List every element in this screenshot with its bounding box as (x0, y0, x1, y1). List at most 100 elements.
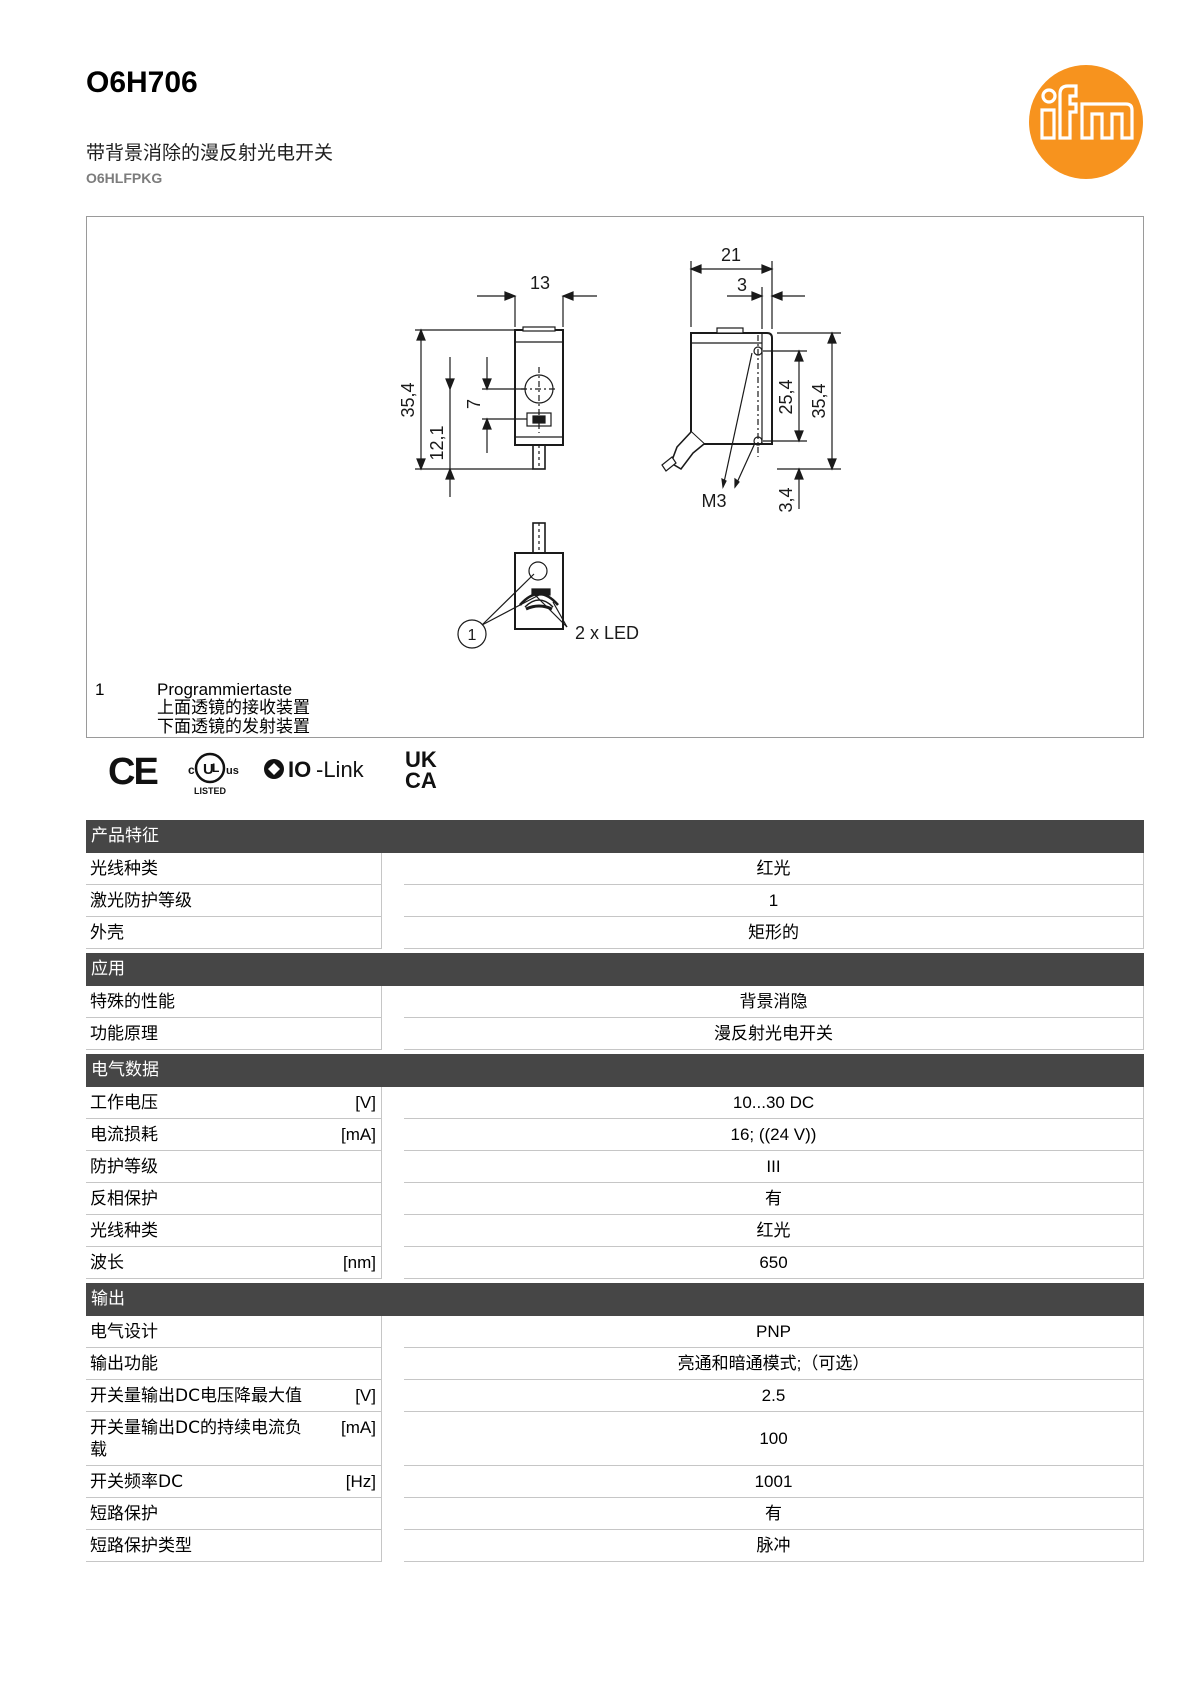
ukca-top: UK (405, 747, 437, 772)
logo-circle (1029, 65, 1143, 179)
spec-value-cell: 脉冲 (404, 1530, 1144, 1562)
thread-label: M3 (701, 491, 726, 511)
ce-mark: CE (108, 751, 159, 793)
io-link-bold: IO (288, 757, 311, 782)
spec-label-cell: 开关量输出DC电压降最大值[V] (86, 1380, 382, 1412)
spec-label: 开关频率DC (90, 1472, 183, 1492)
logo-lettering (1040, 84, 1134, 140)
spec-row: 工作电压[V]10...30 DC (86, 1087, 1144, 1119)
spec-row: 开关量输出DC的持续电流负载[mA]100 (86, 1412, 1144, 1466)
legend-lines: Programmiertaste 上面透镜的接收装置 下面透镜的发射装置 (157, 680, 310, 737)
spec-label: 短路保护类型 (90, 1536, 192, 1556)
spec-label-cell: 外壳 (86, 917, 382, 949)
section-header: 应用 (86, 953, 1144, 986)
spec-label: 短路保护 (90, 1504, 158, 1524)
legend-number: 1 (95, 680, 105, 699)
spec-value: 1 (768, 891, 779, 910)
ul-c-text: c (188, 763, 195, 777)
spec-value: 有 (765, 1189, 782, 1208)
spec-row: 特殊的性能 背景消隐 (86, 986, 1144, 1018)
certification-logos: CE U L c us LISTED IO -Link UK CA (108, 747, 437, 796)
spec-value-cell: 红光 (404, 1215, 1144, 1247)
spec-unit: [mA] (341, 1125, 376, 1144)
dim-front-height: 35,4 (398, 382, 418, 417)
spec-value-cell: 有 (404, 1498, 1144, 1530)
spec-row: 短路保护类型 脉冲 (86, 1530, 1144, 1562)
dim-front-offset-b: 12,1 (427, 425, 447, 460)
spec-row: 外壳 矩形的 (86, 917, 1144, 949)
spec-value: 矩形的 (748, 923, 799, 942)
spec-row: 激光防护等级 1 (86, 885, 1144, 917)
ce-mark-text: CE (108, 751, 157, 793)
spec-value: 红光 (756, 1221, 791, 1240)
spec-label: 光线种类 (90, 859, 158, 879)
spec-label-cell: 功能原理 (86, 1018, 382, 1050)
spec-value: 亮通和暗通模式;（可选） (677, 1354, 870, 1373)
dim-side-height: 35,4 (809, 383, 829, 418)
spec-label-cell: 光线种类 (86, 1215, 382, 1247)
spec-row: 电流损耗[mA] 16; ((24 V)) (86, 1119, 1144, 1151)
spec-label-cell: 电气设计 (86, 1316, 382, 1348)
side-dimensions (689, 261, 841, 509)
spec-row: 光线种类 红光 (86, 853, 1144, 885)
ul-listed-text: LISTED (194, 786, 227, 796)
spec-row: 防护等级 III (86, 1151, 1144, 1183)
spec-label: 外壳 (90, 923, 124, 943)
dim-side-width: 21 (721, 245, 741, 265)
legend-line: 下面透镜的发射装置 (157, 717, 310, 737)
ukca-bottom: CA (405, 768, 437, 793)
spec-value-cell: 650 (404, 1247, 1144, 1279)
spec-unit: [Hz] (345, 1472, 376, 1491)
spec-label: 波长 (90, 1253, 124, 1273)
product-code: O6HLFPKG (86, 170, 163, 186)
marker-1: 1 (468, 627, 477, 644)
spec-label-cell: 光线种类 (86, 853, 382, 885)
spec-row: 开关频率DC [Hz] 1001 (86, 1466, 1144, 1498)
spec-row: 短路保护 有 (86, 1498, 1144, 1530)
spec-value-cell: 1 (404, 885, 1144, 917)
spec-value-cell: 1001 (404, 1466, 1144, 1498)
spec-row: 输出功能 亮通和暗通模式;（可选） (86, 1348, 1144, 1380)
dim-front-width: 13 (530, 273, 550, 293)
spec-label-cell: 波长 [nm] (86, 1247, 382, 1279)
spec-label: 功能原理 (90, 1024, 158, 1044)
spec-label-cell: 工作电压[V] (86, 1087, 382, 1119)
spec-value: 1001 (754, 1472, 793, 1491)
ifm-logo (1029, 65, 1143, 179)
spec-label-cell: 电流损耗[mA] (86, 1119, 382, 1151)
spec-row: 反相保护有 (86, 1183, 1144, 1215)
spec-label-cell: 开关频率DC [Hz] (86, 1466, 382, 1498)
spec-label: 电气设计 (90, 1322, 158, 1342)
spec-label: 激光防护等级 (90, 891, 192, 911)
spec-unit: [V] (355, 1386, 376, 1405)
spec-label-cell: 特殊的性能 (86, 986, 382, 1018)
spec-value-cell: 16; ((24 V)) (404, 1119, 1144, 1151)
spec-row: 开关量输出DC电压降最大值[V]2.5 (86, 1380, 1144, 1412)
spec-value-cell: PNP (404, 1316, 1144, 1348)
front-dimensions (415, 291, 597, 497)
spec-label-cell: 激光防护等级 (86, 885, 382, 917)
spec-label-cell: 短路保护 (86, 1498, 382, 1530)
spec-label: 防护等级 (90, 1157, 158, 1177)
spec-value: 650 (759, 1253, 788, 1272)
spec-value: III (766, 1157, 781, 1176)
spec-value: PNP (756, 1322, 791, 1341)
side-view (661, 327, 773, 490)
back-view (457, 522, 568, 649)
spec-value: 红光 (756, 859, 791, 878)
spec-unit: [mA] (341, 1418, 376, 1437)
spec-unit: [nm] (342, 1253, 376, 1272)
spec-value: 100 (759, 1429, 788, 1448)
ul-us-text: us (226, 765, 239, 777)
spec-value: 有 (765, 1504, 782, 1523)
spec-label-cell: 输出功能 (86, 1348, 382, 1380)
spec-label: 工作电压 (90, 1093, 158, 1113)
technical-drawing-svg: 13 35,4 7 12,1 (398, 245, 841, 649)
spec-value-cell: 矩形的 (404, 917, 1144, 949)
spec-value: 背景消隐 (739, 992, 808, 1011)
dim-front-offset-a: 7 (464, 399, 484, 409)
spec-label: 特殊的性能 (90, 992, 175, 1012)
dim-side-bottom: 3,4 (776, 487, 796, 512)
spec-label-cell: 防护等级 (86, 1151, 382, 1183)
